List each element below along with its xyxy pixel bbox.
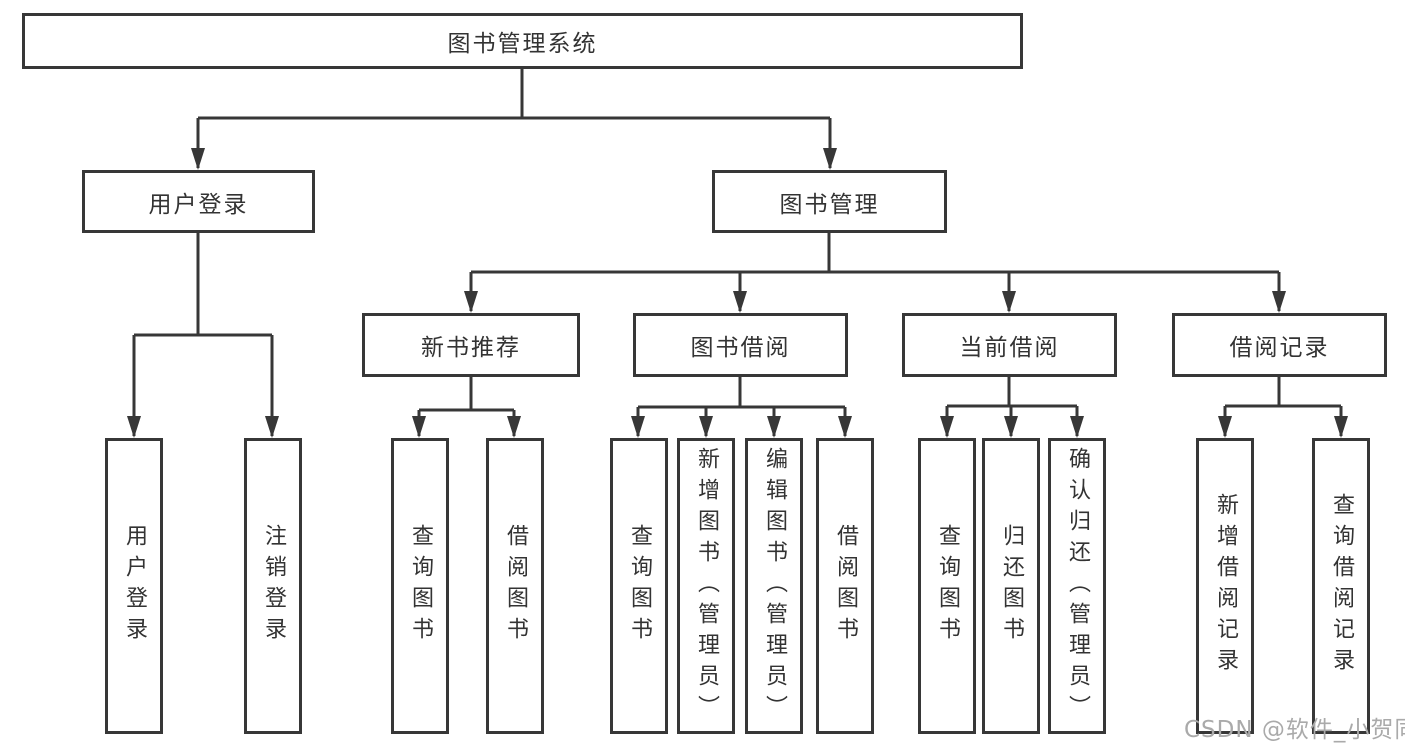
node-book-borrowing: 图书借阅: [633, 313, 848, 377]
leaf-current-query-books: 查询图书: [918, 438, 976, 734]
node-user-login: 用户登录: [82, 170, 315, 233]
leaf-user-login: 用户登录: [105, 438, 163, 734]
node-book-management: 图书管理: [712, 170, 947, 233]
node-current-borrowing: 当前借阅: [902, 313, 1117, 377]
leaf-recommend-borrow-books: 借阅图书: [486, 438, 544, 734]
leaf-query-borrow-record: 查询借阅记录: [1312, 438, 1370, 734]
leaf-add-books-admin: 新增图书（管理员）: [677, 438, 735, 734]
csdn-watermark: CSDN @软件_小贺同学: [1184, 717, 1405, 743]
leaf-return-books: 归还图书: [982, 438, 1040, 734]
node-borrowing-records: 借阅记录: [1172, 313, 1387, 377]
leaf-logout: 注销登录: [244, 438, 302, 734]
leaf-recommend-query-books: 查询图书: [391, 438, 449, 734]
leaf-add-borrow-record: 新增借阅记录: [1196, 438, 1254, 734]
leaf-borrowing-borrow-books: 借阅图书: [816, 438, 874, 734]
node-library-system: 图书管理系统: [22, 13, 1023, 69]
leaf-confirm-return-admin: 确认归还（管理员）: [1048, 438, 1106, 734]
leaf-borrowing-query-books: 查询图书: [610, 438, 668, 734]
node-new-book-recommendation: 新书推荐: [362, 313, 580, 377]
leaf-edit-books-admin: 编辑图书（管理员）: [745, 438, 803, 734]
